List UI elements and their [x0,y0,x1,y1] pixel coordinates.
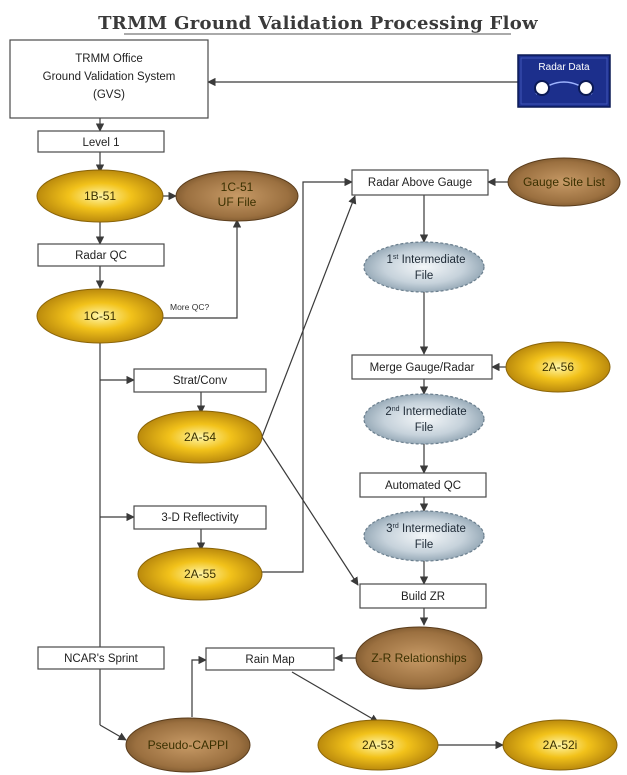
rain-map-label: Rain Map [245,654,294,666]
oval-intermediate-1: 1st Intermediate File [363,241,485,293]
edge-pseudo-cappi-to-rain-map [191,655,207,717]
ncar-sprint-label: NCAR's Sprint [64,653,139,665]
diagram-title: TRMM Ground Validation Processing Flow [98,13,538,34]
edge-1c51-to-uf-file [163,219,242,319]
oval-intermediate-2: 2nd Intermediate File [363,393,485,445]
intermediate-1-line2: File [415,270,434,282]
radar-above-gauge-label: Radar Above Gauge [368,177,472,189]
oval-pseudo-cappi: Pseudo-CAPPI [125,717,251,773]
radar-qc-box: Radar QC [37,243,165,267]
edge-2a55-to-radar-above-gauge [262,177,353,573]
intermediate-1-line1: Intermediate [402,254,466,266]
intermediate-3-num: 3 [386,523,392,535]
oval-uf-file: 1C-51 UF File [175,170,299,222]
intermediate-2-line2: File [415,422,434,434]
gauge-site-list-label: Gauge Site List [523,175,606,189]
oval-2a55: 2A-55 [137,547,263,601]
oval-2a53: 2A-53 [317,719,439,771]
oval-2a52i: 2A-52i [502,719,618,771]
intermediate-2-sup: nd [392,406,400,413]
edge-2a54-to-radar-above-gauge [261,195,357,438]
merge-gauge-radar-box: Merge Gauge/Radar [351,354,493,380]
oval-intermediate-3: 3rd Intermediate File [363,510,485,562]
strat-conv-label: Strat/Conv [173,375,228,387]
intermediate-3-line2: File [415,539,434,551]
oval-2a56-label: 2A-56 [542,360,574,374]
oval-2a54-label: 2A-54 [184,430,216,444]
pseudo-cappi-label: Pseudo-CAPPI [148,738,229,752]
zr-relationships-label: Z-R Relationships [371,651,466,665]
rain-map-box: Rain Map [205,647,335,671]
intermediate-3-sup: rd [393,523,399,530]
svg-text:3rd Intermediate: 3rd Intermediate [386,523,466,535]
oval-1c51-label: 1C-51 [84,309,117,323]
edge-rain-map-to-2a53 [291,671,379,723]
uf-file-line2: UF File [218,195,257,209]
edge-2a54-to-build-zr [261,436,359,586]
radar-above-gauge-box: Radar Above Gauge [351,169,489,196]
reflectivity-3d-box: 3-D Reflectivity [133,505,267,530]
oval-2a54: 2A-54 [137,410,263,464]
automated-qc-label: Automated QC [385,480,461,492]
oval-1c51: 1C-51 [36,288,164,344]
intermediate-1-sup: st [393,254,399,261]
more-qc-label: More QC? [170,302,209,312]
radar-data-label: Radar Data [538,62,590,73]
build-zr-box: Build ZR [359,583,487,609]
intermediate-1-num: 1 [387,254,393,266]
radar-qc-label: Radar QC [75,250,127,262]
gvs-line2: Ground Validation System [43,71,176,83]
edges [95,77,518,750]
gvs-line3: (GVS) [93,89,125,101]
ncar-sprint-box: NCAR's Sprint [37,646,165,670]
gvs-box: TRMM Office Ground Validation System (GV… [9,39,209,119]
level1-box: Level 1 [37,130,165,153]
level1-label: Level 1 [82,137,119,149]
build-zr-label: Build ZR [401,591,445,603]
svg-text:1st Intermediate: 1st Intermediate [387,254,466,266]
automated-qc-box: Automated QC [359,472,487,498]
oval-1b51: 1B-51 [36,169,164,223]
oval-gauge-site-list: Gauge Site List [507,157,621,207]
intermediate-2-num: 2 [385,406,391,418]
intermediate-3-line1: Intermediate [402,523,466,535]
oval-2a55-label: 2A-55 [184,567,216,581]
radar-data-icon: Radar Data [517,54,611,108]
oval-2a56: 2A-56 [505,341,611,393]
oval-2a52i-label: 2A-52i [543,738,578,752]
oval-1b51-label: 1B-51 [84,189,116,203]
edge-sprint-to-pseudo-cappi [99,724,127,741]
gvs-line1: TRMM Office [75,53,143,65]
oval-2a53-label: 2A-53 [362,738,394,752]
svg-text:2nd Intermediate: 2nd Intermediate [385,406,466,418]
intermediate-2-line1: Intermediate [403,406,467,418]
reflectivity-3d-label: 3-D Reflectivity [161,512,239,524]
strat-conv-box: Strat/Conv [133,368,267,393]
merge-gauge-radar-label: Merge Gauge/Radar [370,362,475,374]
oval-zr-relationships: Z-R Relationships [355,626,483,690]
uf-file-line1: 1C-51 [221,180,254,194]
